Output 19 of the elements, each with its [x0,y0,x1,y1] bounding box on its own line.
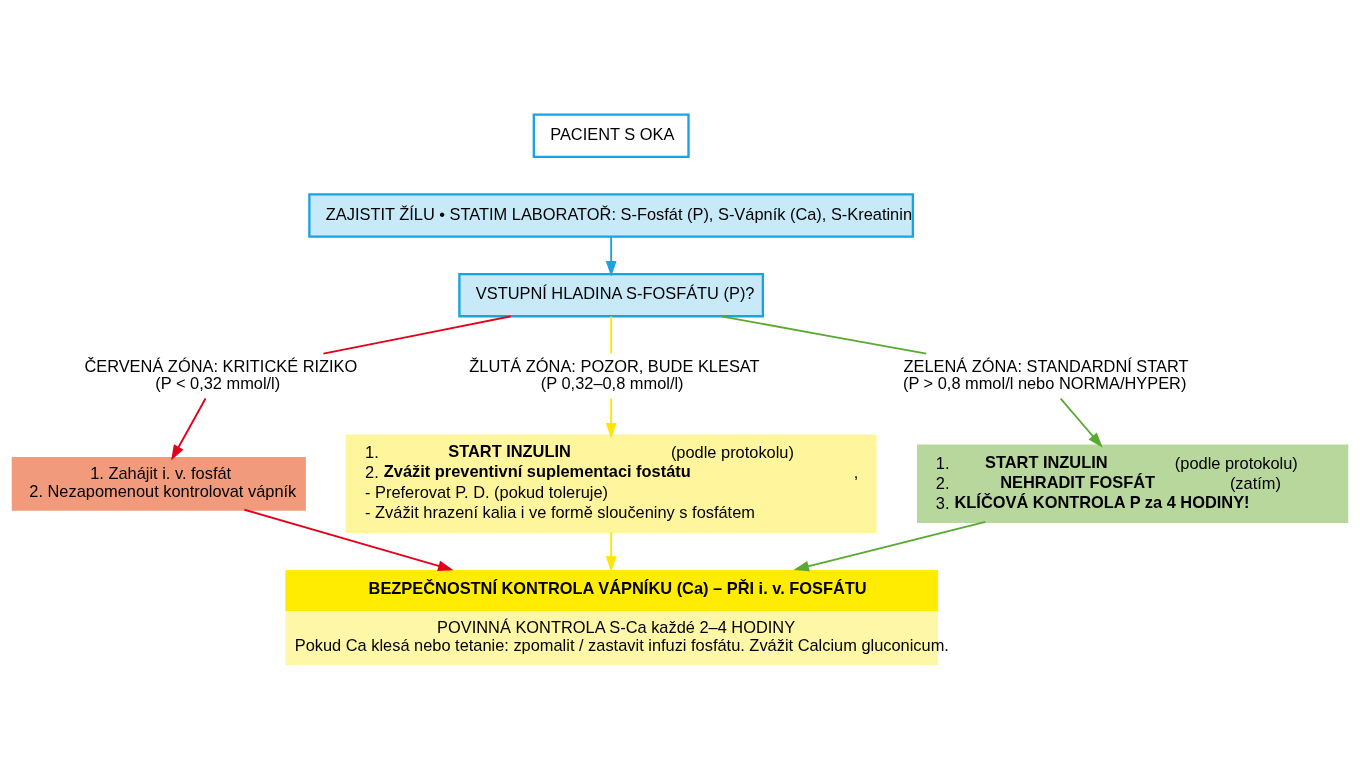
node-text: ZELENÁ ZÓNA: STANDARDNÍ START (P > 0,8 mmol/l nebo NORMA/HYPER) [902,356,1189,392]
node-text: ČERVENÁ ZÓNA: KRITICKÉ RIZIKO (P < 0,32 mmol/l) [84,356,358,392]
node-text: ŽLUTÁ ZÓNA: POZOR, BUDE KLESAT (P 0,32–0,8 mmol/l) [469,356,760,392]
arrow [1059,397,1103,448]
arrow [605,235,617,276]
node-box: 1. START INZULIN (podle protokolu) 2. NEHRADIT FOSFÁT (zatím) 3. KLÍČOVÁ KONTROLA P za 4 HODINY! [917,444,1349,523]
connector [720,314,928,355]
node-box: PACIENT S OKA [532,113,690,158]
arrow [243,508,454,571]
arrow [605,530,617,572]
arrow [605,397,617,438]
node-box: ZAJISTIT ŽÍLU • STATIM LABORATOŘ: S-Fosfát (P), S-Vápník (Ca), S-Kreatinin [308,192,915,238]
node-box: 1. START INZULIN (podle protokolu) 2. Zvážit preventivní suplementaci fostátu, - Preferovat P. D. (pokud toleruje) - Zvážit hrazení kalia i ve formě sloučeniny s fosfátem [345,434,877,533]
node-box: 1. Zahájit i. v. fosfát 2. Nezapomenout kontrolovat vápník [11,456,306,511]
arrow [171,397,207,460]
connector [322,314,512,355]
arrow [793,520,987,571]
connector [610,315,613,354]
node-box: VSTUPNÍ HLADINA S-FOSFÁTU (P)? [458,272,765,317]
